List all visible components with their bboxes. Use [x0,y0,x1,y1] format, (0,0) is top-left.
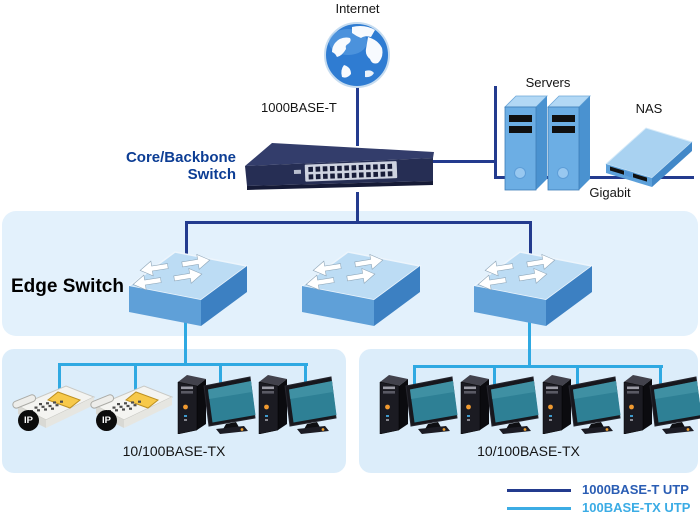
right-drop-pc4 [659,365,662,393]
legend-line-gigabit [507,489,571,492]
ip-badge: IP [96,410,117,431]
link-core-to-server-trunk [431,160,497,163]
legend-label-gigabit: 1000BASE-T UTP [582,482,689,497]
desktop-pc-icon [177,374,256,434]
left-drop-pc1 [219,363,222,393]
internet-label: Internet [335,1,380,16]
internet-globe-icon [324,22,390,88]
left-drop-phone2 [134,363,137,393]
desktop-pc-icon [258,374,337,434]
servers-label: Servers [525,75,571,90]
core-switch-label: Core/Backbone Switch [60,149,236,183]
ip-badge: IP [18,410,39,431]
left-drop-phone1 [58,363,61,393]
lan-label-right: 10/100BASE-TX [477,443,580,459]
lan-label-left: 10/100BASE-TX [122,443,226,459]
right-drop-pc1 [413,365,416,393]
edge-switch-label: Edge Switch [11,276,124,297]
legend-line-fast [507,507,571,510]
link-core-to-distribution [356,192,359,224]
right-drop-pc2 [493,365,496,393]
legend-label-fast: 100BASE-TX UTP [582,500,691,515]
right-switch-downlink [528,316,531,368]
core-switch-label-line1: Core/Backbone [125,149,236,166]
distribution-bus [185,221,532,224]
server-trunk-vertical [494,86,497,179]
desktop-pc-icon [460,374,539,434]
server-icon [547,95,591,191]
edge-switch-icon [472,248,594,328]
nas-icon [605,127,693,188]
uplink-label: 1000BASE-T [261,100,337,115]
edge-switch-icon [300,248,422,328]
left-drop-pc2 [304,363,307,393]
nas-label: NAS [635,101,663,116]
drop-to-left-edge-switch [185,221,188,255]
gigabit-bus [494,176,694,179]
link-internet-to-core [356,84,359,146]
left-switch-downlink [184,316,187,366]
drop-to-right-edge-switch [529,221,532,255]
core-switch-label-line2: Switch [187,166,236,183]
edge-switch-icon [127,248,249,328]
right-lan-bus [413,365,663,368]
desktop-pc-icon [379,374,458,434]
right-drop-pc3 [576,365,579,393]
server-icon [504,95,548,191]
desktop-pc-icon [623,374,700,434]
gigabit-label: Gigabit [589,185,631,200]
left-lan-bus [58,363,308,366]
core-switch-icon [237,140,435,196]
desktop-pc-icon [542,374,621,434]
